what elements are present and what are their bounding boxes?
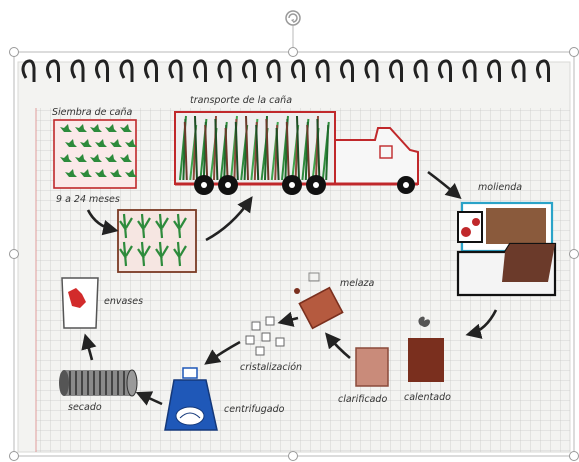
sugar-sack <box>62 278 98 328</box>
grown-cane-field <box>118 210 196 272</box>
resize-handle-ne[interactable] <box>570 48 579 57</box>
resize-handle-n[interactable] <box>289 48 298 57</box>
label-secado: secado <box>68 402 102 413</box>
planting-field <box>54 120 137 188</box>
label-meses: 9 a 24 meses <box>56 194 120 205</box>
label-centrifugado: centrifugado <box>224 404 285 415</box>
mill-machine <box>458 203 555 295</box>
resize-handle-nw[interactable] <box>10 48 19 57</box>
resize-handle-w[interactable] <box>10 250 19 259</box>
label-transporte: transporte de la caña <box>190 95 292 106</box>
label-calentado: calentado <box>404 392 451 403</box>
label-melaza: melaza <box>340 278 375 289</box>
rotate-handle-icon[interactable] <box>286 11 300 25</box>
label-clarificado: clarificado <box>338 394 387 405</box>
label-molienda: molienda <box>478 182 522 193</box>
resize-handle-s[interactable] <box>289 452 298 461</box>
drying-drum <box>59 370 137 396</box>
label-cristalizacion: cristalización <box>240 362 302 373</box>
label-envasado: envases <box>104 296 143 307</box>
resize-handle-sw[interactable] <box>10 452 19 461</box>
resize-handle-e[interactable] <box>570 250 579 259</box>
clarified-juice-container <box>356 348 388 386</box>
resize-handle-se[interactable] <box>570 452 579 461</box>
label-siembra: Siembra de caña <box>52 107 133 118</box>
